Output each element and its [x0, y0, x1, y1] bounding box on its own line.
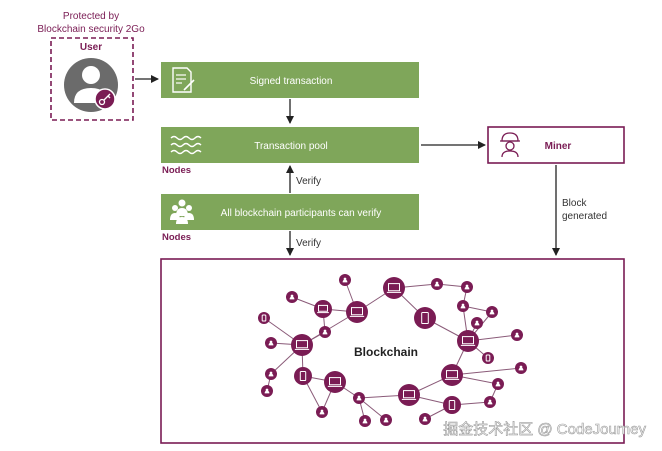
network-node [265, 368, 277, 380]
network-node [346, 301, 368, 323]
network-node [471, 317, 483, 329]
network-node [319, 326, 331, 338]
network-node [359, 415, 371, 427]
network-node [482, 352, 494, 364]
people-group-icon [170, 199, 194, 224]
network-node [398, 384, 420, 406]
block-generated-line1: Block [562, 198, 587, 209]
signed-transaction-box [161, 62, 419, 98]
watermark-text: 掘金技术社区 @ CodeJourney [443, 421, 646, 438]
user-caption-line2: Blockchain security 2Go [37, 24, 145, 35]
pool-nodes-caption: Nodes [162, 165, 191, 176]
block-generated-line2: generated [562, 211, 607, 222]
blockchain-network [258, 274, 527, 427]
blockchain-label-backdrop [348, 340, 424, 364]
network-node [431, 278, 443, 290]
network-node [294, 367, 312, 385]
network-node [314, 300, 332, 318]
user-caption-line1: Protected by [63, 11, 119, 22]
participants-nodes-caption: Nodes [162, 232, 191, 243]
verify-upper-label: Verify [296, 176, 321, 187]
network-node [265, 337, 277, 349]
network-node [324, 371, 346, 393]
blockchain-label: Blockchain [354, 345, 418, 359]
network-node [515, 362, 527, 374]
network-node [461, 281, 473, 293]
participants-box [161, 194, 419, 230]
network-node [286, 291, 298, 303]
document-sign-icon [172, 67, 195, 93]
waves-icon [170, 135, 202, 155]
network-node [484, 396, 496, 408]
network-node [316, 406, 328, 418]
participants-label: All blockchain participants can verify [221, 208, 382, 219]
network-node [441, 364, 463, 386]
user-title: User [80, 42, 102, 53]
signed-transaction-label: Signed transaction [250, 76, 333, 87]
network-node [457, 330, 479, 352]
user-with-key-icon [64, 58, 118, 112]
network-node [339, 274, 351, 286]
network-node [291, 334, 313, 356]
transaction-pool-box [161, 127, 419, 163]
verify-lower-label: Verify [296, 238, 321, 249]
network-edge [451, 367, 522, 376]
network-node [457, 300, 469, 312]
transaction-pool-label: Transaction pool [254, 141, 328, 152]
network-node [486, 306, 498, 318]
network-node [511, 329, 523, 341]
miner-label: Miner [545, 141, 572, 152]
network-node [419, 413, 431, 425]
network-node [261, 385, 273, 397]
network-node [380, 414, 392, 426]
network-node [383, 277, 405, 299]
network-node [492, 378, 504, 390]
miner-helmet-icon [500, 132, 520, 158]
network-node [258, 312, 270, 324]
network-node [353, 392, 365, 404]
network-node [414, 307, 436, 329]
user-box [50, 37, 134, 121]
network-node [443, 396, 461, 414]
